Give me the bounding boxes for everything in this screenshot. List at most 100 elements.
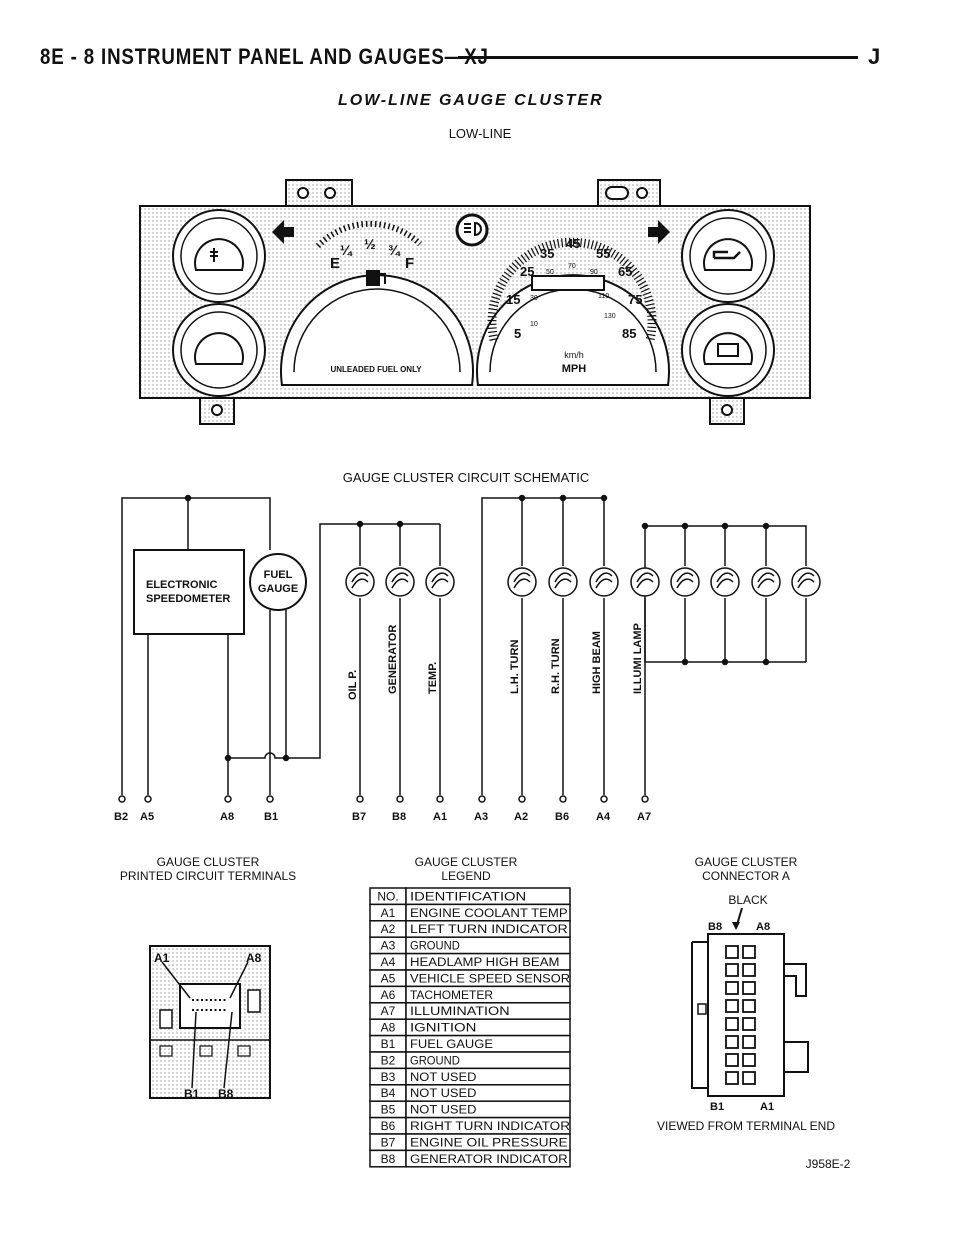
connector-pin — [725, 1017, 739, 1031]
connector-pin — [725, 945, 739, 959]
legend-cell-id: TACHOMETER — [410, 990, 493, 1002]
legend-cell-id: ENGINE COOLANT TEMP — [410, 908, 568, 920]
lamp-symbol — [751, 567, 781, 597]
pcb-illustration — [149, 945, 271, 1099]
lamp-symbol — [345, 567, 375, 597]
legend-cell-no: B1 — [381, 1037, 396, 1051]
legend-cell-no: A4 — [381, 955, 396, 969]
lamp-label-illumi: ILLUMI LAMP — [632, 623, 644, 694]
legend-cell-no: B3 — [381, 1070, 396, 1084]
legend-cell-no: B2 — [381, 1053, 396, 1067]
legend-cell-id: NOT USED — [410, 1088, 476, 1100]
legend-cell-id: NOT USED — [410, 1072, 476, 1084]
fuel-gauge-symbol-label: FUEL — [264, 569, 293, 581]
fuel-half-label: ½ — [364, 236, 376, 252]
legend-cell-id: HEADLAMP HIGH BEAM — [410, 957, 559, 969]
mount-tab — [285, 179, 353, 207]
terminal-labels: B2 A5 A8 B1 B7 B8 A1 A3 A2 B6 A4 A7 — [114, 811, 651, 823]
kmh-label: 70 — [568, 263, 576, 270]
fuel-three-quarter-label: ¾ — [388, 242, 401, 258]
terminal-label: B7 — [352, 811, 366, 823]
odometer-window — [531, 275, 605, 291]
legend-cell-no: A6 — [381, 988, 396, 1002]
lamp-label-lh-turn: L.H. TURN — [509, 640, 521, 694]
figure-id: J958E-2 — [806, 1157, 851, 1171]
legend-cell-no: B5 — [381, 1103, 396, 1117]
terminal-label: B8 — [392, 811, 406, 823]
mph-label: 75 — [628, 292, 642, 307]
lamp-label-temp: TEMP. — [427, 662, 439, 694]
terminal-label: A5 — [140, 811, 154, 823]
legend-cell-no: B6 — [381, 1119, 396, 1133]
pcb-label-a8: A8 — [246, 951, 262, 965]
connector-pin — [725, 999, 739, 1013]
terminal-label: A2 — [514, 811, 528, 823]
legend-row: A6 TACHOMETER — [369, 985, 571, 1004]
mph-label: 15 — [506, 292, 520, 307]
connector-pin — [742, 999, 756, 1013]
mph-label: 5 — [514, 326, 521, 341]
battery-icon — [717, 343, 739, 357]
legend-cell-no: A5 — [381, 971, 396, 985]
connector-label-a8: A8 — [756, 921, 770, 933]
legend-cell-id: GROUND — [410, 941, 460, 953]
kmh-label: 10 — [530, 321, 538, 328]
pcb-title: PRINTED CIRCUIT TERMINALS — [120, 869, 296, 883]
connector-illustration — [691, 907, 809, 1097]
legend-cell-id: ENGINE OIL PRESSURE — [410, 1137, 568, 1149]
legend-cell-id: ILLUMINATION — [410, 1006, 510, 1018]
terminal-label: B1 — [264, 811, 278, 823]
lamp-symbol — [589, 567, 619, 597]
lamp-symbol — [710, 567, 740, 597]
connector-pin — [742, 963, 756, 977]
legend-row: B2 GROUND — [369, 1051, 571, 1070]
connector-caption: VIEWED FROM TERMINAL END — [657, 1119, 835, 1133]
coolant-temp-icon — [210, 248, 218, 262]
connector-title: GAUGE CLUSTER — [695, 855, 798, 869]
high-beam-icon — [455, 213, 489, 247]
fuel-gauge-face — [280, 274, 474, 386]
speedometer-box-label: ELECTRONIC — [146, 579, 218, 591]
lamp-symbols — [345, 567, 821, 597]
page-header: 8E - 8 INSTRUMENT PANEL AND GAUGES—XJ J … — [0, 0, 960, 110]
header-letter: J — [868, 44, 881, 69]
lamp-label-generator: GENERATOR — [387, 625, 399, 694]
legend-row: A4 HEADLAMP HIGH BEAM — [369, 952, 571, 971]
lamp-label-high-beam: HIGH BEAM — [591, 631, 603, 694]
connector-pin — [725, 1053, 739, 1067]
cluster-title: LOW-LINE — [449, 126, 512, 141]
legend-cell-no: A8 — [381, 1021, 396, 1035]
legend-cell-id: FUEL GAUGE — [410, 1039, 493, 1051]
pcb-label-b8: B8 — [218, 1087, 234, 1101]
legend-title: GAUGE CLUSTER — [415, 855, 518, 869]
speedometer-box-label: SPEEDOMETER — [146, 593, 230, 605]
legend-cell-id: NOT USED — [410, 1105, 476, 1117]
terminal-label: A4 — [596, 811, 611, 823]
legend-cell-no: A7 — [381, 1004, 396, 1018]
fuel-gauge-symbol — [249, 553, 307, 611]
terminal-label: A8 — [220, 811, 234, 823]
connector-pin — [725, 981, 739, 995]
legend-cell-id: GROUND — [410, 1055, 460, 1067]
legend-cell-no: B8 — [381, 1152, 396, 1166]
mph-label: 25 — [520, 264, 534, 279]
speed-unit-mph: MPH — [562, 363, 587, 375]
fuel-quarter-label: ¼ — [340, 242, 353, 258]
mph-label: 35 — [540, 246, 554, 261]
terminal-label: A1 — [433, 811, 447, 823]
page-label: 8E - 8 INSTRUMENT PANEL AND GAUGES—XJ — [40, 44, 489, 69]
pcb-label-a1: A1 — [154, 951, 170, 965]
mph-label: 65 — [618, 264, 632, 279]
section-title: LOW-LINE GAUGE CLUSTER — [338, 92, 604, 109]
connector-pins — [725, 945, 756, 1085]
